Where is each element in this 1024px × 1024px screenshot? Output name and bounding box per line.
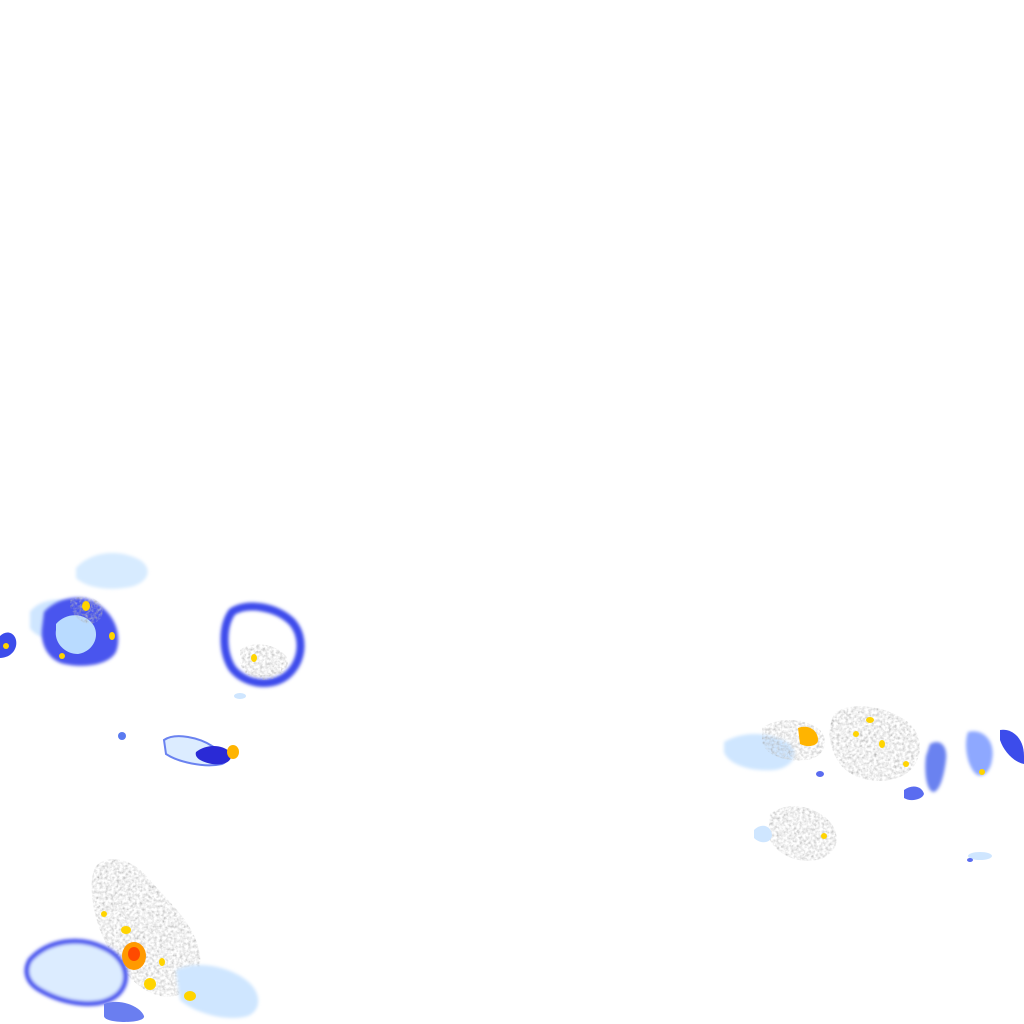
hotspot-l (798, 726, 818, 747)
middle-left-strip (118, 732, 239, 767)
region-ring-fill (239, 644, 288, 680)
hotspot-q (979, 769, 985, 775)
region-right-wisp (968, 852, 992, 860)
hotspot-c (59, 653, 65, 659)
region-dot (118, 732, 126, 740)
region-right-lower-haze (754, 825, 772, 843)
hotspot-o (853, 731, 859, 737)
hotspot-j (101, 911, 107, 917)
region-right-edge (1000, 729, 1024, 764)
hotspot-main-core (128, 947, 140, 961)
hotspot-k (159, 958, 165, 966)
hotspot-r (821, 833, 827, 839)
region-top-left-cap (76, 553, 148, 589)
hotspot-f (227, 745, 239, 759)
hotspot-b (109, 632, 115, 640)
hotspot-h (184, 991, 196, 1001)
region-right-speck (904, 786, 924, 801)
bottom-left-cluster (24, 858, 259, 1022)
region-right-sliver (925, 741, 947, 792)
region-ring-tail (234, 693, 246, 699)
region-bottom-lobe (24, 938, 128, 1007)
region-strip-dense (195, 746, 232, 765)
hotspot-n (879, 740, 885, 748)
region-right-main (829, 706, 920, 781)
hotspot-d (3, 643, 9, 649)
region-top-left-hole (55, 615, 97, 654)
region-right-far (966, 731, 993, 776)
region-bottom-edge (104, 1001, 145, 1022)
region-ring-outline (220, 602, 305, 687)
hotspot-a (82, 601, 90, 611)
region-right-lower (768, 806, 837, 861)
right-cluster (724, 706, 1024, 862)
region-right-wisp-dot (967, 858, 973, 862)
top-left-ring (220, 602, 305, 699)
top-left-cluster (0, 553, 148, 666)
region-right-dot (816, 771, 824, 777)
hotspot-i (121, 926, 131, 934)
hotspot-e (251, 654, 257, 662)
hotspot-p (903, 761, 909, 767)
region-bottom-tail (176, 965, 259, 1019)
hotspot-m (866, 717, 874, 723)
hotspot-g (144, 978, 156, 990)
